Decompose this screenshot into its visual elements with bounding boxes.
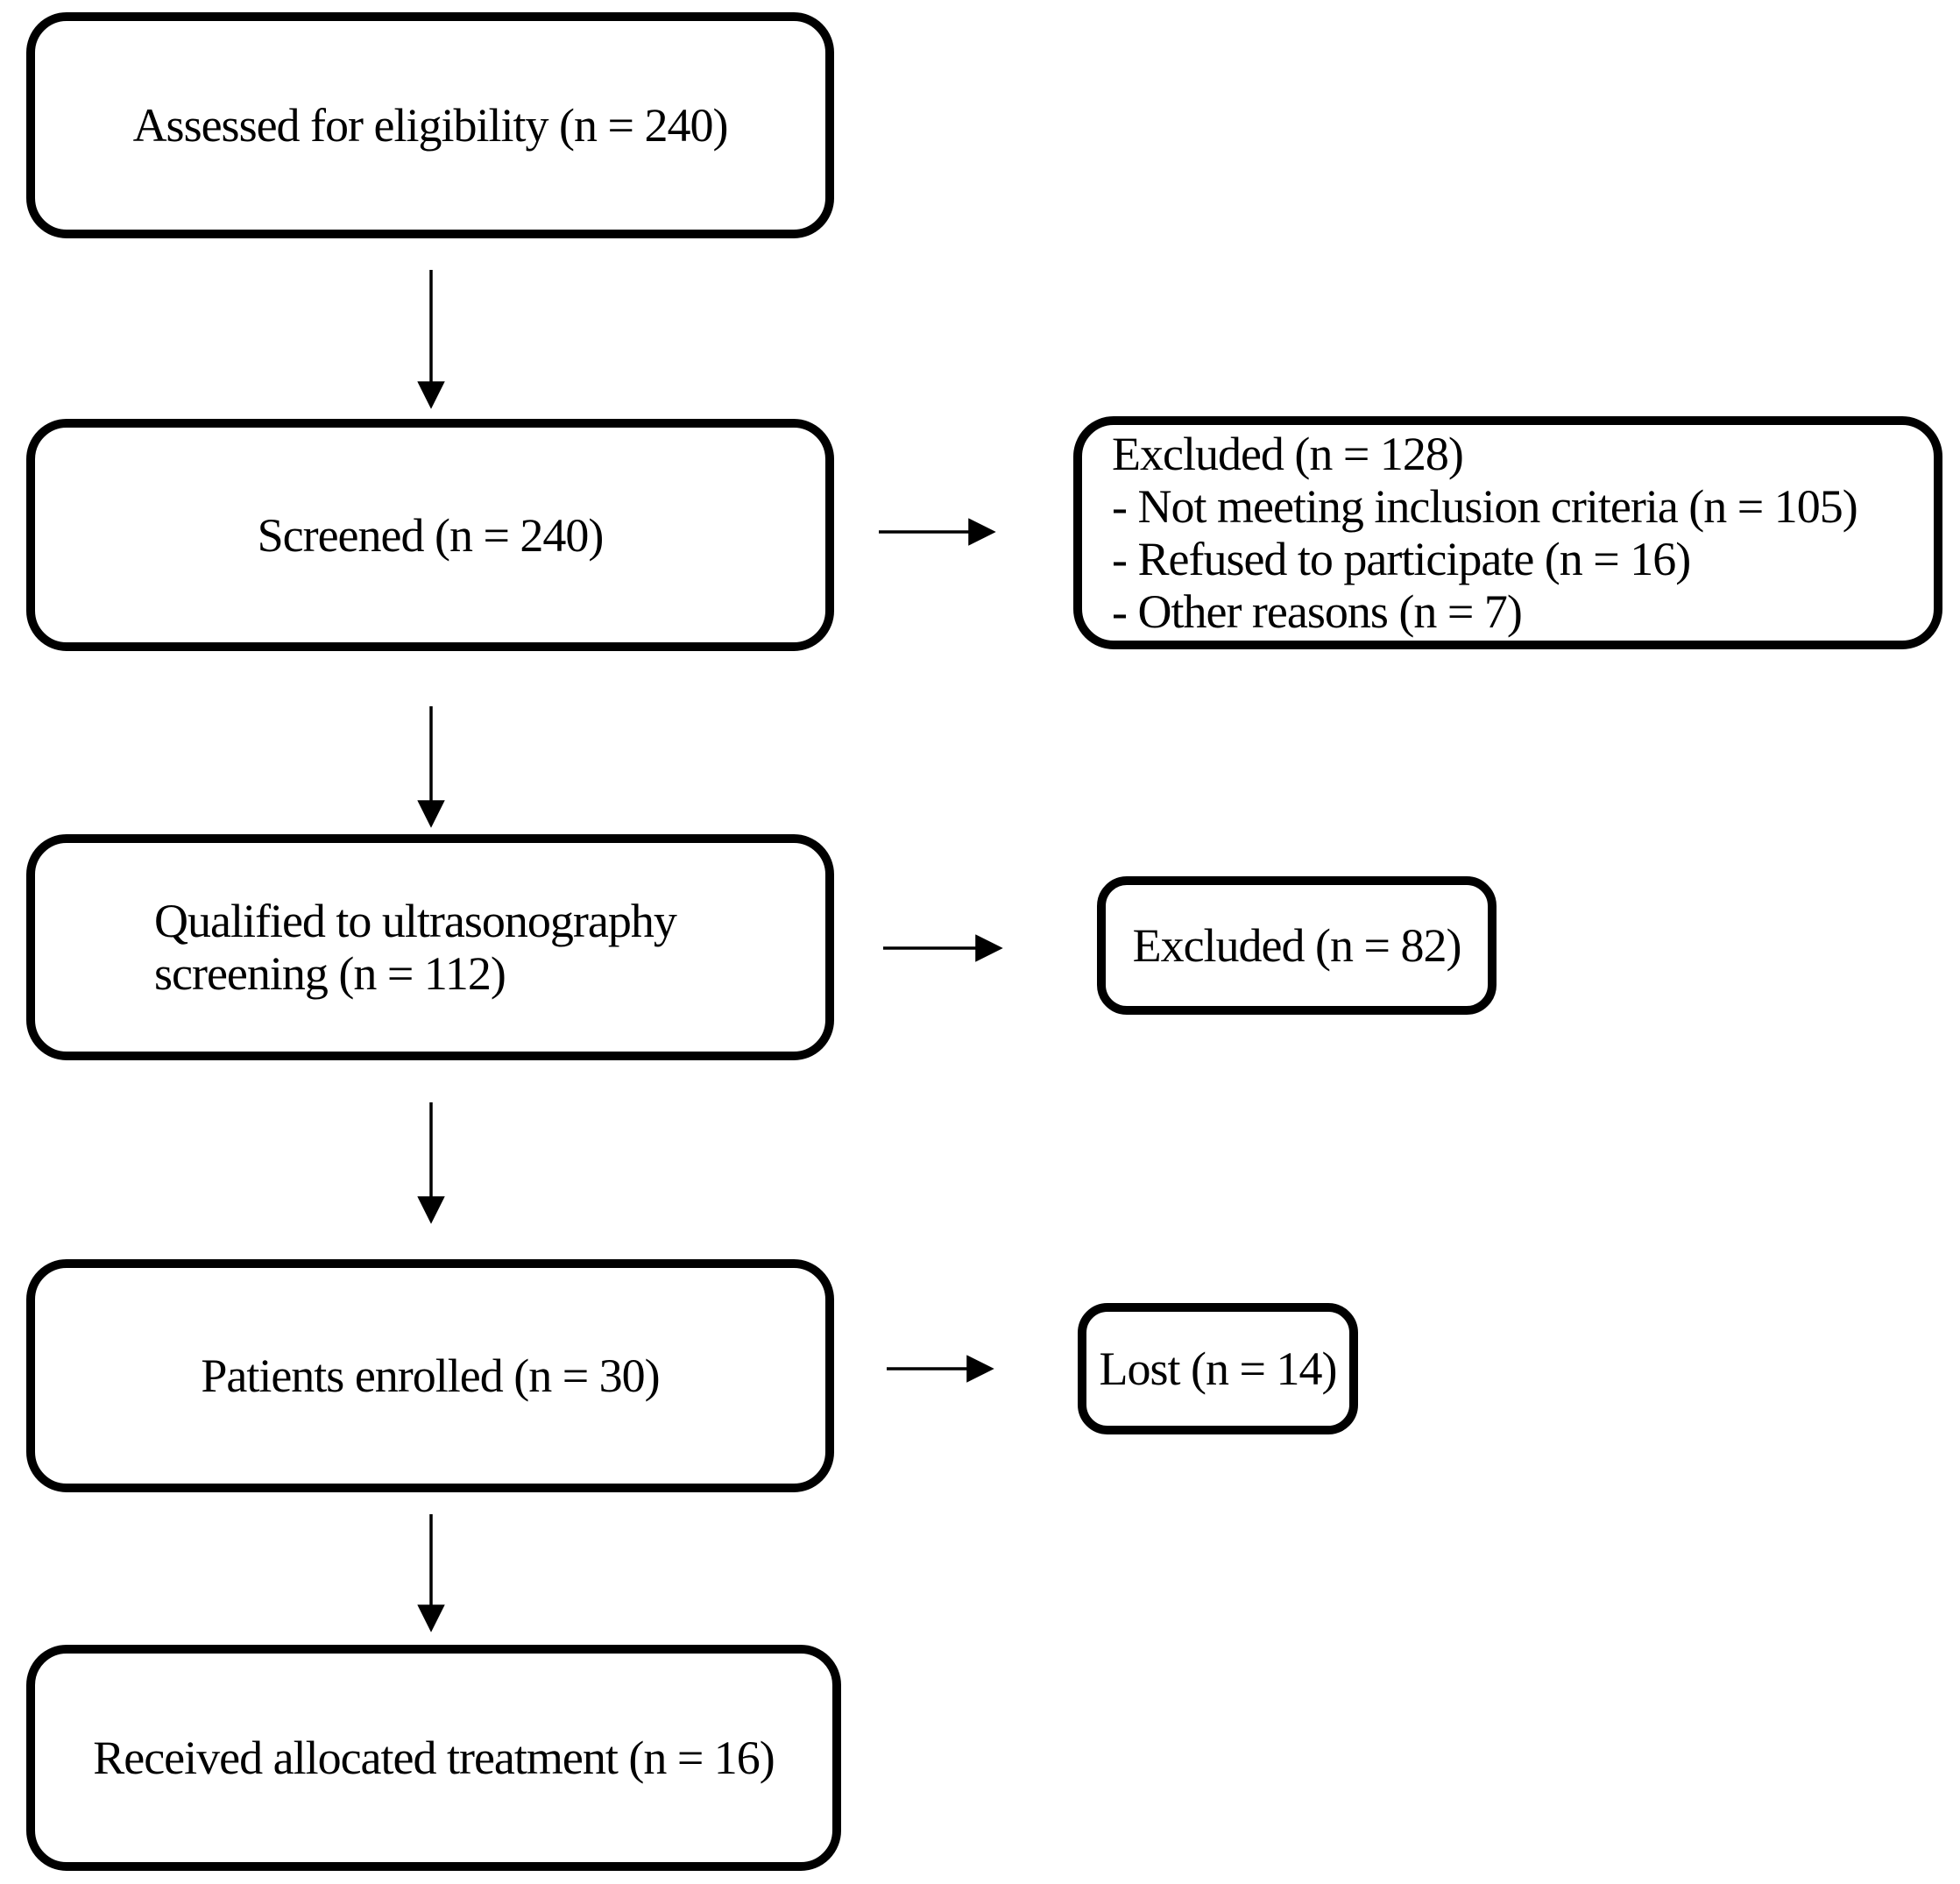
node-excluded-after-ultrasonography: Excluded (n = 82) (1097, 876, 1497, 1015)
node-excluded-after-screening: Excluded (n = 128) - Not meeting inclusi… (1073, 416, 1942, 649)
node-qualified-label: Qualified to ultrasonography screening (… (154, 895, 677, 1000)
excluded-screening-title: Excluded (n = 128) (1112, 428, 1464, 480)
excluded-screening-reason: - Other reasons (n = 7) (1112, 585, 1523, 638)
node-lost-label: Lost (n = 14) (1099, 1342, 1338, 1395)
node-received-label: Received allocated treatment (n = 16) (93, 1732, 775, 1784)
node-screened-label: Screened (n = 240) (257, 508, 605, 562)
node-received-treatment: Received allocated treatment (n = 16) (26, 1645, 841, 1871)
node-screened: Screened (n = 240) (26, 419, 834, 651)
node-assessed-label: Assessed for eligibility (n = 240) (132, 99, 729, 152)
excluded-screening-reason: - Not meeting inclusion criteria (n = 10… (1112, 480, 1858, 533)
node-patients-enrolled: Patients enrolled (n = 30) (26, 1259, 834, 1492)
node-excluded-ultrasonography-label: Excluded (n = 82) (1132, 919, 1462, 972)
node-enrolled-label: Patients enrolled (n = 30) (201, 1349, 660, 1402)
node-qualified-ultrasonography: Qualified to ultrasonography screening (… (26, 834, 834, 1060)
node-lost: Lost (n = 14) (1078, 1303, 1358, 1434)
node-assessed-for-eligibility: Assessed for eligibility (n = 240) (26, 12, 834, 238)
excluded-screening-reason: - Refused to participate (n = 16) (1112, 533, 1691, 585)
